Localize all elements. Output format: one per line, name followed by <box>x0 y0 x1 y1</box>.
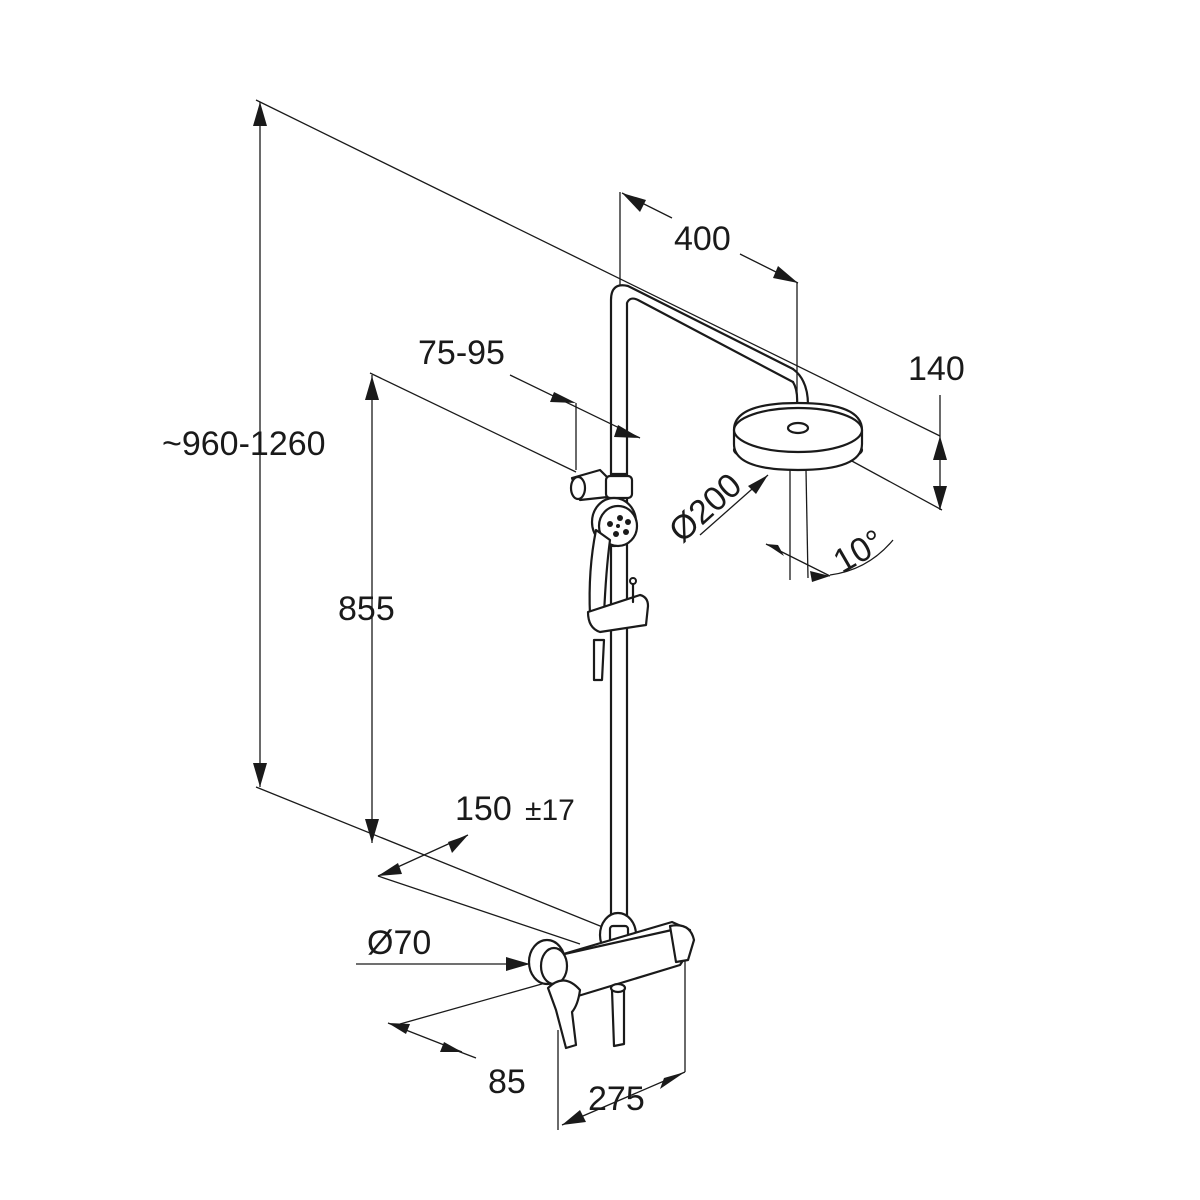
shower-head <box>732 401 864 472</box>
head-diameter-label: Ø200 <box>662 466 749 550</box>
head-height-label: 140 <box>908 350 965 388</box>
hand-shower <box>569 468 650 682</box>
mixer-width-label: 275 <box>588 1080 645 1118</box>
slider-height-label: 855 <box>338 590 395 628</box>
mixer-body <box>527 911 696 1050</box>
shower-rail <box>609 284 810 928</box>
inlet-tolerance-label: ±17 <box>525 794 575 827</box>
slider-adjust-label: 75-95 <box>418 334 505 372</box>
dimension-arrowheads <box>253 102 947 1125</box>
wall-projection-label: 85 <box>488 1063 526 1101</box>
head-projection-label: 400 <box>674 220 731 258</box>
total-height-label: ~960-1260 <box>162 425 326 463</box>
head-tilt-label: 10° <box>827 522 891 581</box>
inlet-diameter-label: Ø70 <box>367 924 431 962</box>
inlet-centers-label: 150 <box>455 790 512 828</box>
